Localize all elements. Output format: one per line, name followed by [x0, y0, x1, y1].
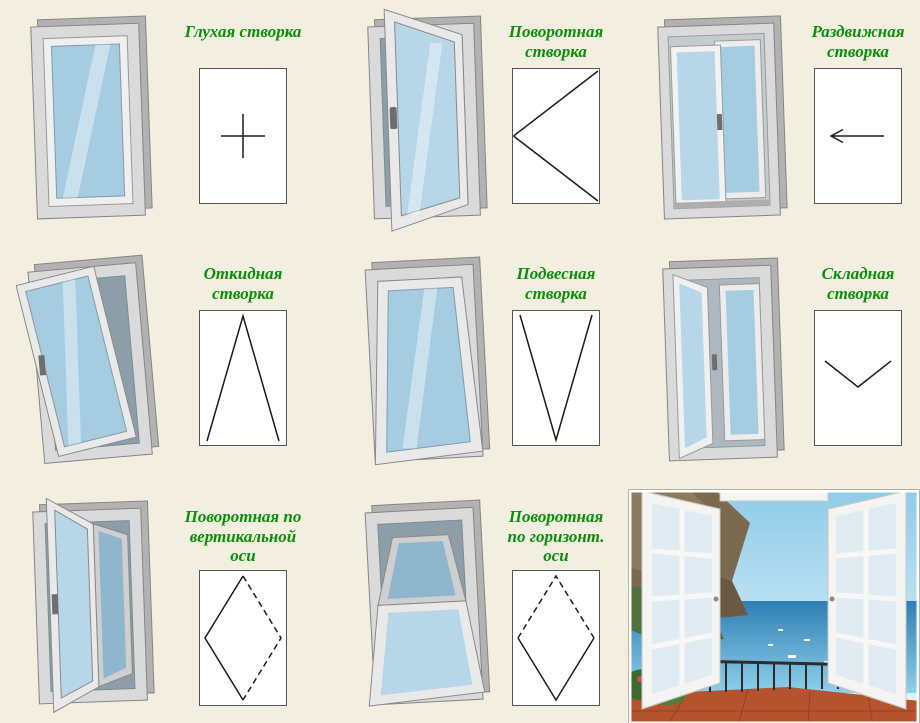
schematic-folding-chevron-icon — [814, 310, 902, 446]
schematic-pivot-horizontal-diamond-icon — [512, 569, 600, 706]
cell-tilt: Откидная створка — [0, 242, 320, 485]
window-illustration-turn — [350, 6, 500, 232]
window-illustration-folding — [646, 248, 796, 474]
schematic-tilt-icon — [199, 310, 287, 446]
cell-pivot-vertical: Поворотная по вертикальной оси — [0, 485, 320, 723]
schematic-fixed-cross-icon — [199, 68, 287, 204]
label-fixed: Глухая створка — [184, 22, 302, 41]
window-illustration-tilt — [15, 248, 166, 474]
photo-open-window-sea-view — [612, 485, 920, 723]
schematic-pivot-vertical-diamond-icon — [199, 569, 287, 706]
label-pivot-horizontal: Поворотная по горизонт. оси — [507, 507, 605, 566]
window-illustration-pivot-vertical — [16, 491, 166, 717]
label-pivot-vertical: Поворотная по вертикальной оси — [184, 507, 302, 566]
schematic-hung-icon — [512, 310, 600, 446]
cell-pivot-horizontal: Поворотная по горизонт. оси — [320, 485, 612, 723]
label-folding: Складная створка — [821, 264, 895, 303]
cell-fixed: Глухая створка — [0, 0, 320, 242]
window-illustration-hung — [350, 248, 500, 474]
label-hung: Подвесная створка — [516, 264, 596, 303]
schematic-turn-icon — [512, 68, 600, 204]
label-turn: Поворотная створка — [508, 22, 604, 61]
sea-view-photo — [620, 488, 920, 723]
cell-folding: Складная створка — [612, 242, 920, 485]
label-tilt: Откидная створка — [203, 264, 283, 303]
cell-sliding: Раздвижная створка — [612, 0, 920, 242]
schematic-sliding-arrow-icon — [814, 68, 902, 204]
window-illustration-sliding — [646, 6, 796, 232]
label-sliding: Раздвижная створка — [811, 22, 905, 61]
window-illustration-fixed — [16, 6, 166, 232]
cell-turn: Поворотная створка — [320, 0, 612, 242]
cell-hung: Подвесная створка — [320, 242, 612, 485]
window-illustration-pivot-horizontal — [350, 491, 500, 717]
